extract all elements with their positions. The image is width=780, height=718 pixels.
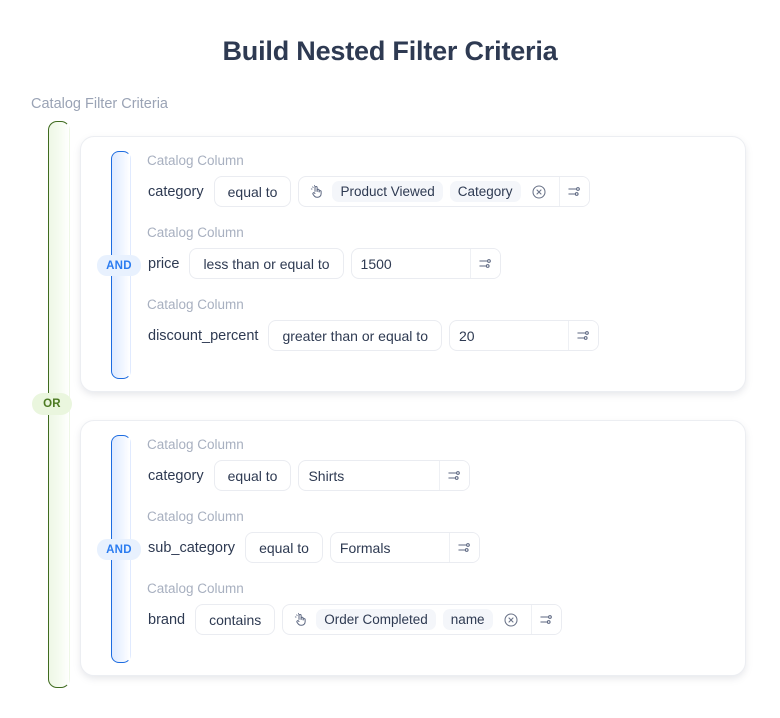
filter-row-controls: price less than or equal to 1500	[145, 248, 735, 279]
filter-row-label: Catalog Column	[147, 437, 244, 452]
operator-select[interactable]: equal to	[245, 532, 323, 563]
filter-group-card: AND Catalog Column category equal to Shirts…	[80, 420, 746, 676]
filter-row-controls: discount_percent greater than or equal to…	[145, 320, 735, 351]
filter-row-label: Catalog Column	[147, 225, 244, 240]
operator-select[interactable]: less than or equal to	[189, 248, 344, 279]
field-name[interactable]: price	[148, 255, 180, 272]
value-content[interactable]: 1500	[352, 249, 470, 278]
filter-row-label: Catalog Column	[147, 297, 244, 312]
sliders-icon[interactable]	[469, 249, 500, 278]
tap-hand-icon	[308, 183, 325, 200]
value-chip[interactable]: Category	[449, 181, 521, 202]
or-operator-badge[interactable]: OR	[32, 393, 72, 415]
filter-row: Catalog Column price less than or equal to…	[145, 225, 735, 279]
field-name[interactable]: discount_percent	[148, 327, 259, 344]
filter-row-controls: sub_category equal to Formals	[145, 532, 735, 563]
value-content[interactable]: 20	[450, 321, 568, 350]
filter-row-controls: category equal to Product Viewed Category	[145, 176, 735, 207]
section-label: Catalog Filter Criteria	[31, 96, 168, 112]
value-field: 1500	[350, 248, 501, 279]
field-name[interactable]: sub_category	[148, 539, 236, 556]
value-field: 20	[448, 320, 599, 351]
sliders-icon[interactable]	[439, 461, 470, 490]
filter-row: Catalog Column sub_category equal to Formal…	[145, 509, 735, 563]
filter-row-label: Catalog Column	[147, 581, 244, 596]
field-name[interactable]: category	[148, 183, 204, 200]
value-chip[interactable]: Order Completed	[316, 609, 436, 630]
filter-row: Catalog Column discount_percent greater th…	[145, 297, 735, 351]
filter-row-controls: brand contains Order Completed name	[145, 604, 735, 635]
tap-hand-icon	[292, 611, 309, 628]
value-content[interactable]: Formals	[331, 533, 449, 562]
filter-row-label: Catalog Column	[147, 509, 244, 524]
value-content[interactable]: Shirts	[299, 461, 439, 490]
value-field: Formals	[329, 532, 480, 563]
field-name[interactable]: category	[148, 467, 204, 484]
clear-circle-icon[interactable]	[530, 183, 548, 201]
operator-select[interactable]: equal to	[213, 460, 292, 491]
page-title: Build Nested Filter Criteria	[222, 36, 558, 66]
operator-select[interactable]: greater than or equal to	[268, 320, 442, 351]
value-field: Shirts	[298, 460, 471, 491]
field-name[interactable]: brand	[148, 611, 186, 628]
and-operator-badge[interactable]: AND	[97, 255, 141, 276]
value-input[interactable]: 1500	[360, 255, 392, 272]
sliders-icon[interactable]	[448, 533, 479, 562]
value-content[interactable]: Order Completed name	[283, 605, 530, 634]
value-input[interactable]: Formals	[339, 539, 391, 556]
operator-select[interactable]: contains	[195, 604, 276, 635]
value-input[interactable]: 20	[458, 327, 475, 344]
value-input[interactable]: Shirts	[308, 467, 345, 484]
filter-row-controls: category equal to Shirts	[145, 460, 735, 491]
filter-row-label: Catalog Column	[147, 153, 244, 168]
value-field: Product Viewed Category	[298, 176, 590, 207]
clear-circle-icon[interactable]	[502, 611, 520, 629]
sliders-icon[interactable]	[567, 321, 598, 350]
value-chip[interactable]: name	[442, 609, 493, 630]
sliders-icon[interactable]	[530, 605, 561, 634]
value-content[interactable]: Product Viewed Category	[299, 177, 558, 206]
value-chip[interactable]: Product Viewed	[332, 181, 443, 202]
value-field: Order Completed name	[282, 604, 562, 635]
filter-row: Catalog Column category equal to Shirts	[145, 437, 735, 491]
and-operator-badge[interactable]: AND	[97, 539, 141, 560]
sliders-icon[interactable]	[558, 177, 589, 206]
operator-select[interactable]: equal to	[213, 176, 292, 207]
